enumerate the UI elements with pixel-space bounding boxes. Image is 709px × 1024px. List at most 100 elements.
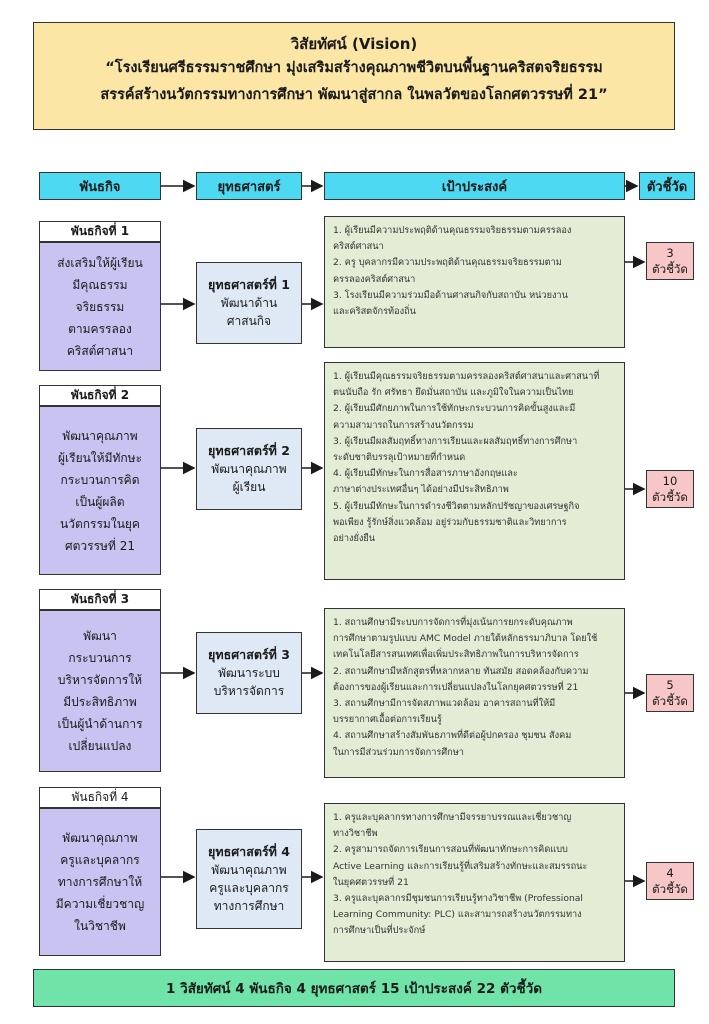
vision-box: วิสัยทัศน์ (Vision) “โรงเรียนศรีธรรมราชศ… — [33, 22, 675, 130]
goal-line: ภาษาต่างประเทศอื่นๆ ได้อย่างมีประสิทธิภา… — [333, 484, 509, 496]
header-strategy: ยุทธศาสตร์ — [196, 172, 302, 200]
strategy-2-line: พัฒนาคุณภาพ — [211, 462, 287, 476]
goal-line: อย่างยั่งยืน — [333, 533, 376, 545]
goal-line: 2. ผู้เรียนมีศักยภาพในการใช้ทักษะกระบวนก… — [333, 403, 576, 415]
vision-line-1: “โรงเรียนศรีธรรมราชศึกษา มุ่งเสริมสร้างค… — [105, 60, 603, 76]
strategy-4-line: ทางการศึกษา — [213, 899, 285, 913]
indicator-1-box: 3 ตัวชี้วัด — [646, 242, 694, 280]
goal-line: 3. สถานศึกษามีการจัดสภาพแวดล้อม อาคารสถา… — [333, 698, 556, 710]
goal-line: เทคโนโลยีสารสนเทศเพื่อเพิ่มประสิทธิภาพใน… — [333, 649, 579, 661]
strategy-4-line: ครูและบุคลากร — [209, 881, 289, 895]
mission-2-label: พันธกิจที่ 2 — [39, 385, 161, 406]
mission-2-line: ผู้เรียนให้มีทักษะ — [57, 450, 143, 465]
mission-2-line: พัฒนาคุณภาพ — [62, 428, 138, 443]
mission-3-box: พัฒนา กระบวนการ บริหารจัดการให้ มีประสิท… — [39, 610, 161, 772]
mission-3-line: บริหารจัดการให้ — [57, 673, 143, 687]
mission-1-box: ส่งเสริมให้ผู้เรียน มีคุณธรรม จริยธรรม ต… — [39, 242, 161, 371]
goal-line: 3. โรงเรียนมีความร่วมมือด้านศาสนกิจกับสถ… — [333, 289, 568, 301]
mission-3-line: กระบวนการ — [68, 651, 132, 665]
mission-3-line: มีประสิทธิภาพ — [63, 695, 137, 709]
strategy-3-line: บริหารจัดการ — [213, 684, 285, 698]
mission-3-line: เปลี่ยนแปลง — [68, 739, 132, 753]
goal-line: 2. ครูสามารถจัดการเรียนการสอนที่พัฒนาทัก… — [333, 844, 568, 856]
mission-2-line: ศตวรรษที่ 21 — [65, 538, 135, 553]
goal-line: 2. ครู บุคลากรมีความประพฤติด้านคุณธรรมจร… — [333, 257, 562, 269]
indicator-2-count: 10 — [662, 474, 678, 488]
goal-line: ต้องการของผู้เรียนและการเปลี่ยนแปลงในโลก… — [333, 681, 579, 693]
goal-line: ระดับชาติบรรลุเป้าหมายที่กำหนด — [333, 452, 466, 464]
mission-1-line: ตามครรลอง — [68, 321, 132, 336]
strategy-1-box: ยุทธศาสตร์ที่ 1 พัฒนาด้าน ศาสนกิจ — [196, 262, 302, 344]
mission-3-label: พันธกิจที่ 3 — [39, 589, 161, 610]
goal-line: 4. ผู้เรียนมีทักษะในการสื่อสารภาษาอังกฤษ… — [333, 468, 518, 480]
goal-line: ครรลองคริสต์ศาสนา — [333, 273, 416, 285]
indicator-4-box: 4 ตัวชี้วัด — [646, 862, 694, 900]
goal-line: 1. ผู้เรียนมีความประพฤติด้านคุณธรรมจริยธ… — [333, 225, 572, 236]
indicator-1-label: ตัวชี้วัด — [652, 262, 688, 276]
mission-1-label: พันธกิจที่ 1 — [39, 221, 161, 242]
strategy-2-title: ยุทธศาสตร์ที่ 2 — [208, 443, 290, 458]
indicator-2-box: 10 ตัวชี้วัด — [646, 470, 694, 508]
goal-line: และคริสตจักรท้องถิ่น — [333, 306, 416, 318]
strategy-3-box: ยุทธศาสตร์ที่ 3 พัฒนาระบบ บริหารจัดการ — [196, 632, 302, 714]
mission-3-line: เป็นผู้นำด้านการ — [57, 717, 143, 731]
goal-line: 1. ครูและบุคลากรทางการศึกษามีจรรยาบรรณแล… — [333, 812, 572, 823]
goals-4-box: 1. ครูและบุคลากรทางการศึกษามีจรรยาบรรณแล… — [324, 803, 625, 962]
strategy-1-line: ศาสนกิจ — [226, 314, 272, 328]
goal-line: การศึกษาตามรูปแบบ AMC Model ภายใต้หลักธร… — [333, 633, 598, 645]
strategy-4-title: ยุทธศาสตร์ที่ 4 — [208, 844, 290, 859]
mission-4-box: พัฒนาคุณภาพ ครูและบุคลากร ทางการศึกษาให้… — [39, 808, 161, 956]
goal-line: คริสต์ศาสนา — [333, 241, 384, 253]
header-indicator: ตัวชี้วัด — [639, 172, 695, 200]
mission-4-line: ครูและบุคลากร — [60, 853, 140, 867]
mission-4-label: พันธกิจที่ 4 — [39, 787, 161, 808]
goal-line: 4. สถานศึกษาสร้างสัมพันธภาพที่ดีต่อผู้ปก… — [333, 730, 572, 742]
goal-line: ทางวิชาชีพ — [333, 828, 378, 840]
strategy-3-title: ยุทธศาสตร์ที่ 3 — [208, 647, 290, 662]
mission-2-line: กระบวนการคิด — [60, 472, 140, 487]
strategy-4-line: พัฒนาคุณภาพ — [211, 863, 287, 877]
goal-line: 1. ผู้เรียนมีคุณธรรมจริยธรรมตามครรลองคริ… — [333, 371, 600, 382]
mission-3-line: พัฒนา — [83, 629, 117, 643]
goal-line: ในการมีส่วนร่วมการจัดการศึกษา — [333, 746, 464, 758]
mission-1-line: คริสต์ศาสนา — [66, 343, 134, 358]
mission-1-line: จริยธรรม — [75, 299, 125, 314]
strategy-2-box: ยุทธศาสตร์ที่ 2 พัฒนาคุณภาพ ผู้เรียน — [196, 428, 302, 510]
indicator-2-label: ตัวชี้วัด — [652, 490, 688, 504]
strategy-1-line: พัฒนาด้าน — [220, 296, 278, 310]
goal-line: การศึกษาเป็นที่ประจักษ์ — [333, 925, 426, 937]
mission-4-line: มีความเชี่ยวชาญ — [55, 897, 145, 911]
goal-line: ความสามารถในการสร้างนวัตกรรม — [333, 419, 474, 431]
goal-line: 5. ผู้เรียนมีทักษะในการดำรงชีวิตตามหลักป… — [333, 500, 580, 512]
goals-3-box: 1. สถานศึกษามีระบบการจัดการที่มุ่งเน้นกา… — [324, 608, 625, 778]
indicator-4-count: 4 — [666, 866, 674, 880]
indicator-3-box: 5 ตัวชี้วัด — [646, 674, 694, 712]
goal-line: ตนนับถือ รัก ศรัทธา ยึดมั่นสถาบัน และภูม… — [333, 387, 574, 399]
goal-line: 1. สถานศึกษามีระบบการจัดการที่มุ่งเน้นกา… — [333, 617, 573, 628]
strategy-2-line: ผู้เรียน — [232, 480, 266, 494]
indicator-1-count: 3 — [666, 246, 674, 260]
goal-line: 3. ครูและบุคลากรมีชุมชนการเรียนรู้ทางวิช… — [333, 893, 583, 905]
mission-4-line: ในวิชาชีพ — [74, 919, 126, 933]
goal-line: Learning Community: PLC) และสามารถสร้างน… — [333, 909, 582, 921]
summary-bar: 1 วิสัยทัศน์ 4 พันธกิจ 4 ยุทธศาสตร์ 15 เ… — [33, 969, 675, 1007]
mission-1-line: มีคุณธรรม — [72, 277, 128, 292]
mission-1-line: ส่งเสริมให้ผู้เรียน — [57, 255, 143, 270]
goal-line: 2. สถานศึกษามีหลักสูตรที่หลากหลาย ทันสมั… — [333, 665, 589, 677]
header-goal: เป้าประสงค์ — [324, 172, 625, 200]
goal-line: พอเพียง รู้รักษ์สิ่งแวดล้อม อยู่ร่วมกับธ… — [333, 516, 567, 528]
vision-line-2: สรรค์สร้างนวัตกรรมทางการศึกษา พัฒนาสู่สา… — [100, 87, 608, 103]
goal-line: 3. ผู้เรียนมีผลสัมฤทธิ์ทางการเรียนและผลส… — [333, 435, 578, 447]
header-mission: พันธกิจ — [39, 172, 161, 200]
mission-2-line: เป็นผู้ผลิต — [75, 494, 125, 509]
vision-title: วิสัยทัศน์ (Vision) — [290, 35, 418, 53]
mission-4-line: ทางการศึกษาให้ — [57, 875, 143, 889]
strategy-4-box: ยุทธศาสตร์ที่ 4 พัฒนาคุณภาพ ครูและบุคลาก… — [196, 829, 302, 929]
strategy-3-line: พัฒนาระบบ — [218, 666, 280, 680]
mission-2-box: พัฒนาคุณภาพ ผู้เรียนให้มีทักษะ กระบวนการ… — [39, 406, 161, 575]
indicator-4-label: ตัวชี้วัด — [652, 882, 688, 896]
goal-line: บรรยากาศเอื้อต่อการเรียนรู้ — [333, 714, 442, 726]
mission-4-line: พัฒนาคุณภาพ — [62, 831, 138, 845]
goal-line: ในยุคศตวรรษที่ 21 — [333, 876, 409, 888]
indicator-3-label: ตัวชี้วัด — [652, 694, 688, 708]
